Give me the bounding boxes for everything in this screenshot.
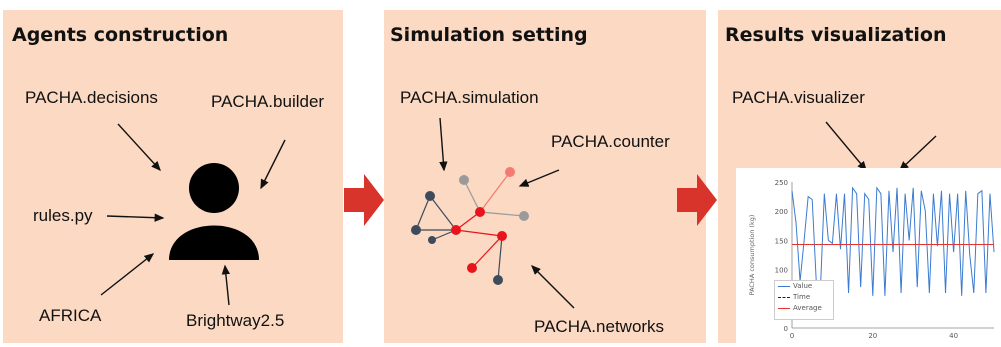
panel-title: Results visualization	[725, 24, 947, 46]
label-pacha-simulation: PACHA.simulation	[400, 88, 539, 107]
y-axis-label: PACHA consumption (kg)	[748, 215, 756, 296]
label-brightway: Brightway2.5	[186, 311, 285, 330]
y-tick-label: 100	[775, 267, 788, 275]
arrow-africa	[100, 253, 155, 296]
label-africa: AFRICA	[39, 306, 102, 325]
arrow-visualizer-left	[825, 121, 867, 170]
arrow-counter	[518, 169, 560, 187]
series-value-line	[791, 186, 995, 296]
y-tick-label: 250	[775, 179, 788, 187]
label-rules-py: rules.py	[33, 206, 93, 225]
flow-arrow-2	[677, 174, 717, 226]
legend-item-value: Value	[775, 281, 833, 292]
x-tick-label: 40	[949, 332, 958, 340]
panel-title: Simulation setting	[390, 24, 588, 46]
panel-results-visualization: Results visualization PACHA.visualizer 0…	[718, 10, 1001, 343]
network-graph	[411, 117, 575, 309]
panel-title: Agents construction	[12, 24, 229, 46]
legend-item-time: Time	[775, 292, 833, 303]
panel-agents-construction: Agents construction PACHA.decisions PACH…	[3, 10, 343, 343]
results-chart: 05010015020025002040PACHA consumption (k…	[736, 168, 1001, 343]
legend-item-average: Average	[775, 303, 833, 314]
network-edges	[415, 171, 525, 281]
network-nodes	[411, 167, 529, 285]
construction-arrows	[100, 123, 286, 306]
y-tick-label: 200	[775, 208, 788, 216]
visualizer-arrows	[825, 121, 937, 170]
label-pacha-counter: PACHA.counter	[551, 132, 670, 151]
x-tick-label: 0	[790, 332, 794, 340]
label-pacha-builder: PACHA.builder	[211, 92, 325, 111]
arrow-visualizer-right	[898, 135, 937, 170]
x-tick-label: 20	[868, 332, 877, 340]
y-tick-label: 150	[775, 237, 788, 245]
label-pacha-networks: PACHA.networks	[534, 317, 665, 336]
chart-legend: Value Time Average	[774, 280, 834, 320]
arrow-builder	[260, 139, 286, 190]
y-tick-label: 0	[784, 325, 788, 333]
panel-simulation-setting: Simulation setting PACHA.simulation PACH…	[384, 10, 706, 343]
flow-arrow-1	[344, 174, 384, 226]
arrow-rules	[106, 213, 165, 222]
label-pacha-decisions: PACHA.decisions	[25, 88, 158, 107]
label-pacha-visualizer: PACHA.visualizer	[732, 88, 865, 107]
arrow-decisions	[117, 123, 161, 172]
arrow-simulation	[439, 117, 448, 172]
person-icon	[169, 163, 259, 260]
arrow-networks	[531, 265, 575, 309]
arrow-brightway	[221, 264, 231, 306]
